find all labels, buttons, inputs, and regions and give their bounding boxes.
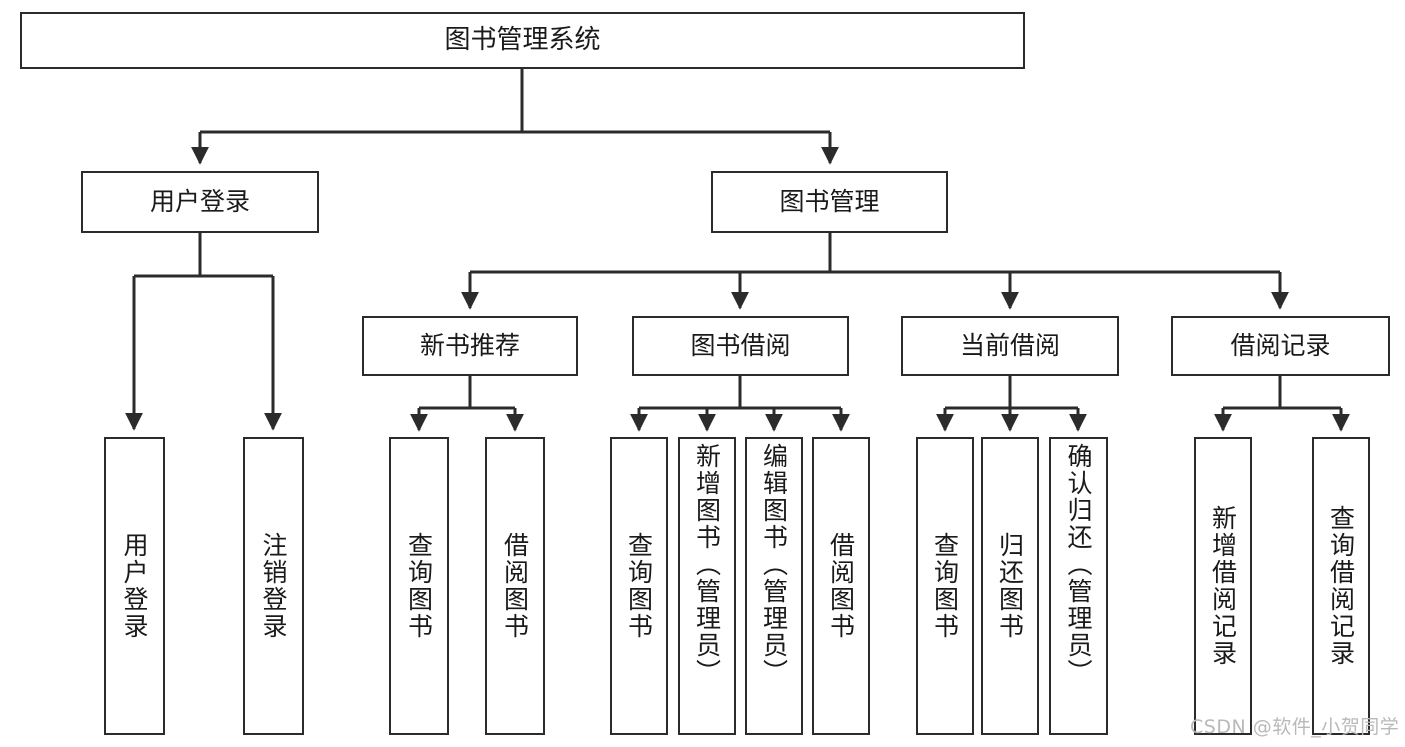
node-leaf-logout-label: 注销登录 bbox=[259, 532, 288, 640]
node-leaf-logout[interactable]: 注销登录 bbox=[243, 437, 304, 735]
node-current-borrow-label: 当前借阅 bbox=[959, 330, 1060, 360]
node-leaf-query-book-rec[interactable]: 查询图书 bbox=[389, 437, 449, 735]
node-leaf-query-book-rec-label: 查询图书 bbox=[404, 532, 434, 640]
node-leaf-query-record[interactable]: 查询借阅记录 bbox=[1312, 437, 1370, 735]
node-leaf-query-book-borrow-label: 查询图书 bbox=[624, 532, 654, 640]
node-leaf-user-login[interactable]: 用户登录 bbox=[104, 437, 165, 735]
node-leaf-add-record-label: 新增借阅记录 bbox=[1208, 505, 1238, 667]
node-book-borrow-label: 图书借阅 bbox=[690, 330, 791, 360]
node-leaf-borrow-book-rec[interactable]: 借阅图书 bbox=[485, 437, 545, 735]
node-borrow-record-label: 借阅记录 bbox=[1230, 330, 1331, 360]
node-leaf-query-record-label: 查询借阅记录 bbox=[1326, 505, 1356, 667]
node-leaf-query-book-cur-label: 查询图书 bbox=[930, 532, 960, 640]
node-leaf-add-book[interactable]: 新增图书（管理员） bbox=[678, 437, 736, 735]
node-leaf-user-login-label: 用户登录 bbox=[120, 532, 149, 640]
node-leaf-add-record[interactable]: 新增借阅记录 bbox=[1194, 437, 1252, 735]
node-user-login[interactable]: 用户登录 bbox=[81, 171, 319, 233]
node-leaf-query-book-borrow[interactable]: 查询图书 bbox=[610, 437, 668, 735]
node-new-book-rec-label: 新书推荐 bbox=[419, 330, 520, 360]
node-leaf-confirm-return-label: 确认归还（管理员） bbox=[1064, 443, 1093, 686]
node-book-manage[interactable]: 图书管理 bbox=[711, 171, 948, 233]
node-leaf-edit-book[interactable]: 编辑图书（管理员） bbox=[745, 437, 803, 735]
node-user-login-label: 用户登录 bbox=[149, 186, 250, 216]
node-book-borrow[interactable]: 图书借阅 bbox=[632, 316, 849, 376]
node-book-manage-label: 图书管理 bbox=[779, 186, 880, 216]
node-leaf-return-book-label: 归还图书 bbox=[995, 532, 1025, 640]
node-leaf-query-book-cur[interactable]: 查询图书 bbox=[916, 437, 974, 735]
node-leaf-return-book[interactable]: 归还图书 bbox=[981, 437, 1039, 735]
node-root[interactable]: 图书管理系统 bbox=[20, 12, 1025, 69]
watermark-text: CSDN @软件_小贺同学 bbox=[1190, 716, 1400, 738]
node-borrow-record[interactable]: 借阅记录 bbox=[1171, 316, 1390, 376]
node-new-book-rec[interactable]: 新书推荐 bbox=[362, 316, 578, 376]
node-leaf-borrow-book-label: 借阅图书 bbox=[826, 532, 856, 640]
node-leaf-edit-book-label: 编辑图书（管理员） bbox=[759, 443, 789, 686]
node-leaf-confirm-return[interactable]: 确认归还（管理员） bbox=[1049, 437, 1108, 735]
node-leaf-borrow-book-rec-label: 借阅图书 bbox=[500, 532, 530, 640]
node-leaf-borrow-book[interactable]: 借阅图书 bbox=[812, 437, 870, 735]
node-current-borrow[interactable]: 当前借阅 bbox=[901, 316, 1119, 376]
node-leaf-add-book-label: 新增图书（管理员） bbox=[692, 443, 722, 686]
node-root-label: 图书管理系统 bbox=[444, 24, 601, 55]
